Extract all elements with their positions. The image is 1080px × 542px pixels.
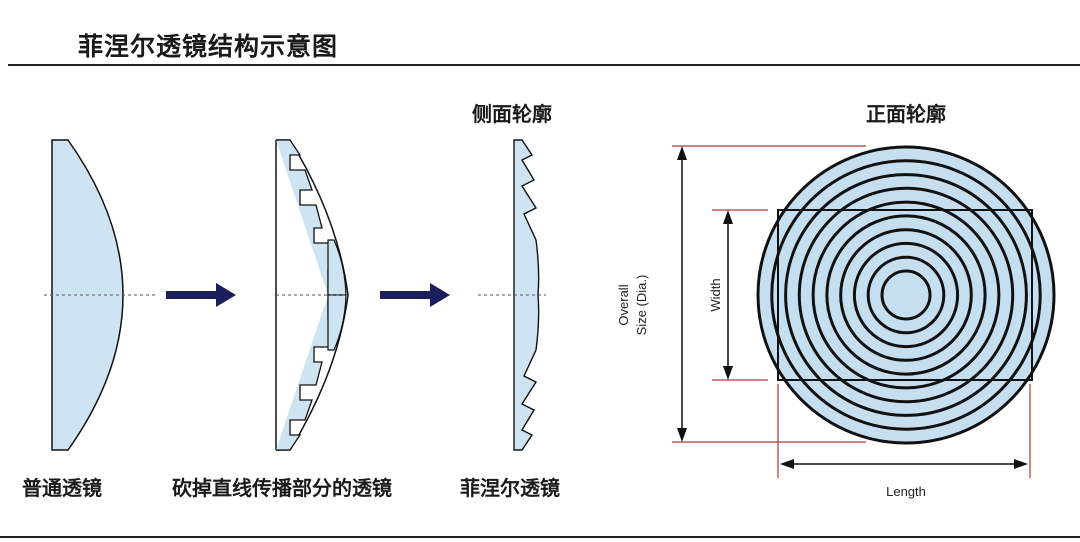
- cut-lens-label: 砍掉直线传播部分的透镜: [172, 476, 392, 500]
- fresnel-rings: [756, 145, 1056, 445]
- fresnel-lens-label: 菲涅尔透镜: [460, 476, 560, 500]
- overall-size-line1: Overall: [616, 284, 631, 325]
- arrow-icon: [380, 283, 450, 307]
- overall-size-dimension: [672, 145, 866, 443]
- lens-ring: [880, 269, 932, 321]
- overall-size-text: Overall Size (Dia.): [616, 275, 649, 336]
- side-profile-label: 侧面轮廓: [472, 102, 552, 126]
- lens-rectangle: [777, 209, 1033, 381]
- top-divider: [8, 64, 1080, 66]
- front-profile-label: 正面轮廓: [866, 102, 946, 126]
- arrow-icon: [166, 283, 236, 307]
- ordinary-lens-label: 普通透镜: [22, 476, 102, 500]
- diagram-title: 菲涅尔透镜结构示意图: [78, 32, 339, 61]
- cut-lens-shape: [275, 139, 349, 451]
- width-text: Width: [708, 278, 723, 311]
- length-text: Length: [886, 484, 926, 499]
- overall-size-line2: Size (Dia.): [634, 275, 649, 336]
- length-dimension: [777, 384, 1031, 478]
- width-dimension: [712, 209, 768, 381]
- bottom-divider: [0, 536, 1080, 538]
